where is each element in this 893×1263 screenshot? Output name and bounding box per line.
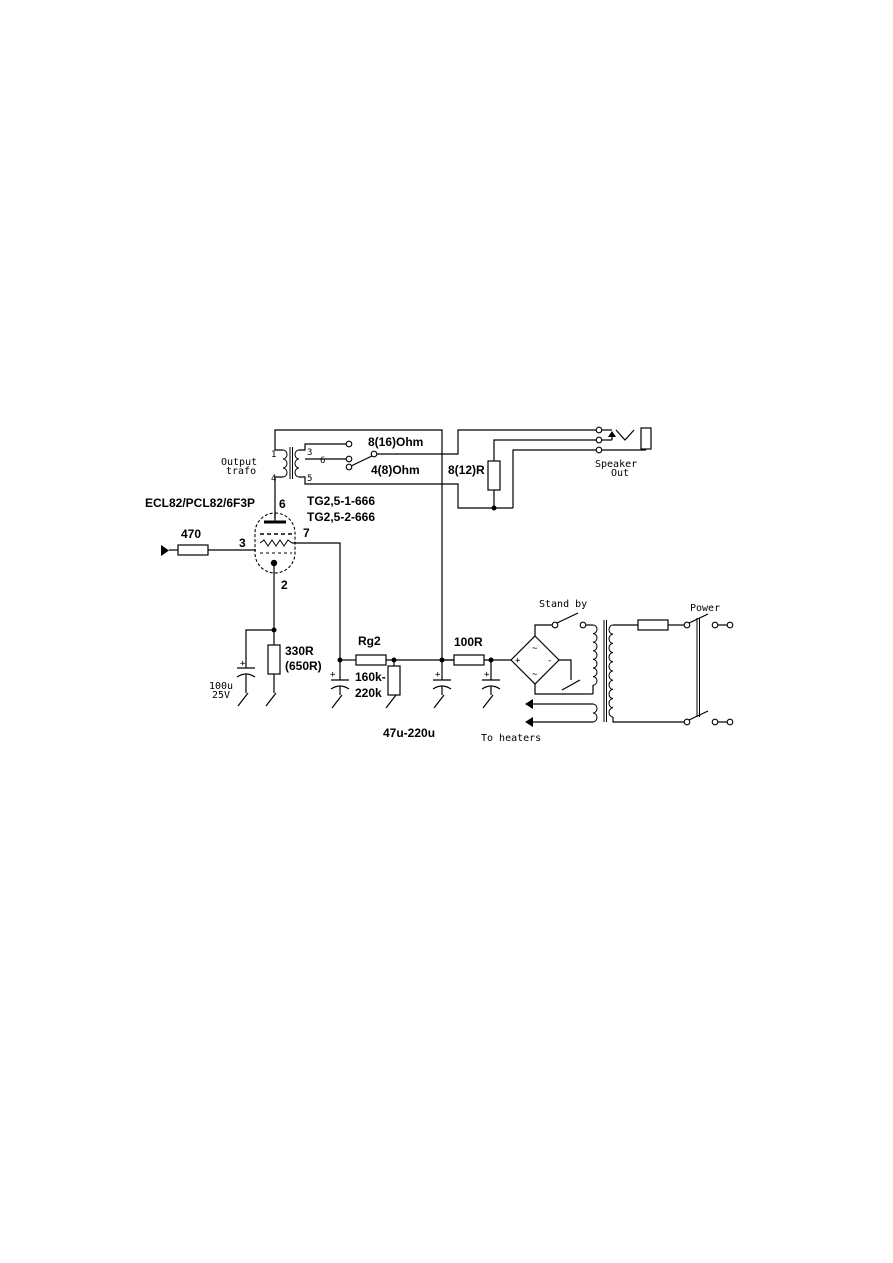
grid-resistor-label: 470	[181, 527, 201, 541]
selector-common-terminal	[370, 450, 378, 458]
trafo-pin-5: 5	[307, 474, 312, 484]
filter-resistor	[453, 654, 485, 666]
standby-terminal-1	[551, 621, 559, 629]
impedance-selector-switch[interactable]	[348, 454, 375, 468]
speaker-jack[interactable]	[595, 426, 652, 454]
cathode-resistor	[267, 644, 281, 675]
ground-cathode-res	[265, 692, 277, 707]
wire-primary-bottom	[612, 717, 684, 723]
trafo-label-2: trafo	[226, 466, 256, 477]
speaker-label-2: Out	[611, 468, 629, 479]
pin-cathode-label: 2	[281, 578, 288, 592]
wire-to-speaker-sleeve	[512, 449, 596, 508]
ground-filter-cap-1	[433, 694, 445, 709]
mains-terminal-1b[interactable]	[726, 621, 734, 629]
wire-bridge-ac-bottom	[534, 684, 585, 695]
mains-fuse	[637, 619, 669, 631]
ground-bleeder	[385, 694, 397, 709]
heater-arrow-2	[525, 717, 533, 727]
cathode-resistor-label: 330R	[285, 644, 314, 658]
wire-bridge-minus	[559, 659, 572, 680]
mains-terminal-1a[interactable]	[711, 621, 719, 629]
heaters-label: To heaters	[481, 733, 541, 744]
trafo-pin-6: 6	[320, 456, 325, 466]
cathode-cap-plus: +	[240, 659, 246, 669]
wire-tap-3	[299, 443, 346, 451]
rg2-bleeder-resistor	[387, 665, 401, 696]
ground-bridge	[561, 679, 581, 691]
filter-cap-2-plus: +	[484, 670, 490, 680]
filter-cap-1-plus: +	[435, 670, 441, 680]
trafo-part-label-2: TG2,5-2-666	[307, 510, 375, 524]
cathode-cap-label: 100u	[209, 681, 233, 692]
rg2-value-label: 160k-	[355, 670, 386, 684]
input-arrow[interactable]	[161, 545, 169, 556]
pin-grid2-label: 7	[303, 526, 310, 540]
ground-filter-cap-2	[482, 694, 494, 709]
tap-8-16-terminal[interactable]	[345, 440, 353, 448]
rg2-resistor	[355, 654, 387, 666]
trafo-pin-4: 4	[271, 474, 276, 484]
wire-tap-5	[299, 476, 494, 509]
wire-primary-anode	[274, 476, 283, 519]
trafo-part-label: TG2,5-1-666	[307, 494, 375, 508]
speaker-label: Speaker	[595, 459, 637, 470]
bridge-minus: -	[547, 656, 552, 666]
mains-terminal-2b[interactable]	[726, 718, 734, 726]
wire-screen-grid	[292, 542, 341, 660]
bridge-ac-top: ~	[532, 644, 538, 654]
wire-cathode-cap	[245, 629, 274, 668]
mains-terminal-2a[interactable]	[711, 718, 719, 726]
bridge-ac-bottom: ~	[532, 670, 538, 680]
trafo-pin-3: 3	[307, 448, 312, 458]
output-transformer	[282, 447, 300, 479]
filter-caps-label: 47u-220u	[383, 726, 435, 740]
cathode-resistor-label-2: (650R)	[285, 659, 322, 673]
grid-resistor	[177, 544, 209, 556]
power-label: Power	[690, 603, 720, 614]
rg2-value-label-2: 220k	[355, 686, 382, 700]
wire-primary-bplus	[274, 429, 443, 660]
heater-arrow-1	[525, 699, 533, 709]
standby-label: Stand by	[539, 599, 587, 610]
trafo-pin-1: 1	[271, 450, 276, 460]
load-resistor	[487, 460, 501, 491]
cathode-cap-label-2: 25V	[212, 690, 230, 701]
power-switch[interactable]	[683, 613, 709, 726]
tap-4-8-terminal[interactable]	[345, 463, 353, 471]
screen-cap-plus: +	[330, 670, 336, 680]
standby-terminal-2	[579, 621, 587, 629]
wire-load-top	[493, 439, 596, 461]
tap-6-terminal[interactable]	[345, 455, 353, 463]
pin-grid1-label: 3	[239, 536, 246, 550]
load-resistor-label: 8(12)R	[448, 463, 485, 477]
ground-cathode-cap	[237, 692, 249, 707]
wire-to-speaker-tip	[451, 429, 596, 455]
tube-type-label: ECL82/PCL82/6F3P	[145, 496, 255, 510]
wire-bridge-ac-top	[534, 624, 552, 636]
trafo-label: Output	[221, 457, 257, 468]
standby-switch[interactable]	[556, 612, 579, 624]
ground-screen-cap	[331, 694, 343, 709]
power-transformer	[592, 620, 614, 723]
tap-low-label: 4(8)Ohm	[371, 463, 420, 477]
bridge-plus: +	[515, 656, 521, 666]
rg2-label: Rg2	[358, 634, 381, 648]
tap-high-label: 8(16)Ohm	[368, 435, 423, 449]
pin-anode-label: 6	[279, 497, 286, 511]
filter-resistor-label: 100R	[454, 635, 483, 649]
